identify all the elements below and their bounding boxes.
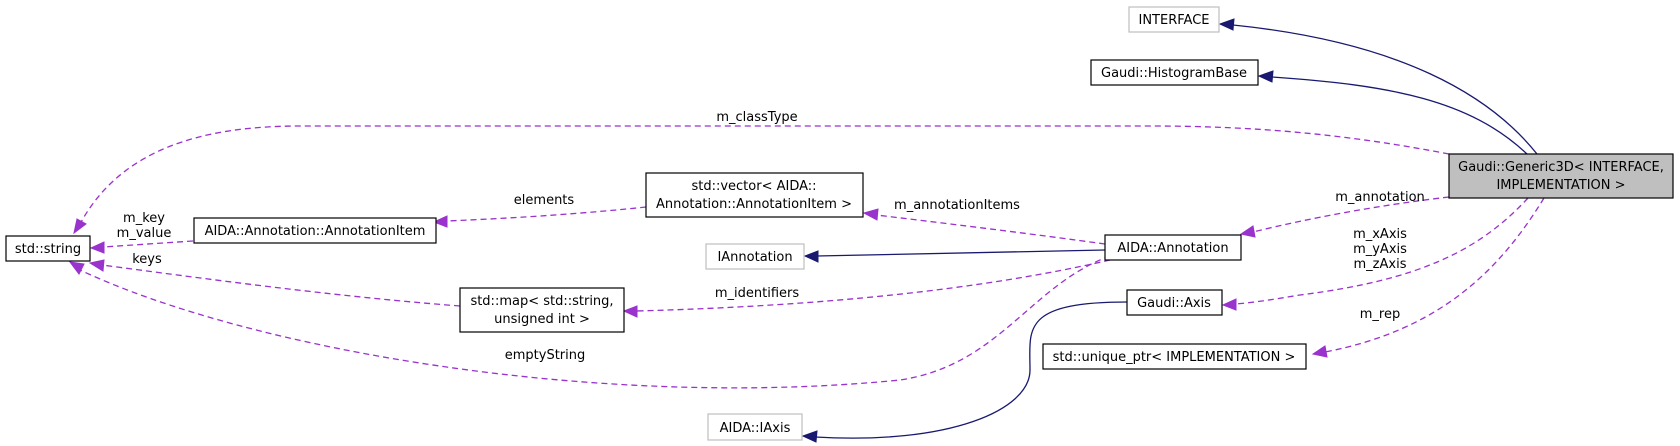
- arrowhead-iannotation: [803, 250, 819, 263]
- node-vector-label-line1: std::vector< AIDA::: [691, 179, 816, 194]
- arrowhead-emptystring: [68, 261, 85, 275]
- edge-elements: [445, 206, 647, 222]
- edge-m-classtype: [79, 125, 1450, 225]
- node-histogram-base-label: Gaudi::HistogramBase: [1101, 66, 1247, 81]
- edge-inherit-iannotation: [816, 249, 1106, 257]
- label-m-yaxis: m_yAxis: [1353, 242, 1407, 257]
- edge-m-identifiers: [635, 259, 1111, 312]
- node-histogram-base[interactable]: Gaudi::HistogramBase: [1090, 59, 1259, 86]
- arrowhead-m-rep: [1311, 345, 1328, 358]
- node-interface-label: INTERFACE: [1139, 13, 1210, 28]
- node-iannotation-label: IAnnotation: [717, 250, 792, 265]
- node-map-label-line1: std::map< std::string,: [470, 294, 613, 309]
- arrowhead-iaxis: [801, 430, 818, 443]
- arrowhead-m-axes: [1221, 298, 1237, 311]
- node-aida-iaxis[interactable]: AIDA::IAxis: [707, 413, 803, 441]
- node-map-identifiers[interactable]: std::map< std::string, unsigned int >: [459, 287, 625, 333]
- arrowhead-m-annotationitems: [862, 208, 879, 221]
- node-aida-annotation[interactable]: AIDA::Annotation: [1104, 234, 1242, 261]
- label-emptystring: emptyString: [505, 348, 586, 363]
- label-m-key: m_key: [123, 211, 165, 226]
- node-iannotation[interactable]: IAnnotation: [705, 243, 805, 270]
- edge-m-key-m-value: [102, 240, 194, 248]
- arrowhead-m-annotation: [1239, 225, 1256, 238]
- node-std-string-label: std::string: [15, 242, 81, 257]
- label-keys: keys: [132, 252, 162, 267]
- edge-inherit-iaxis: [814, 301, 1128, 439]
- arrowhead-m-identifiers: [622, 305, 638, 318]
- node-unique-ptr[interactable]: std::unique_ptr< IMPLEMENTATION >: [1042, 343, 1307, 370]
- node-interface[interactable]: INTERFACE: [1128, 6, 1220, 33]
- label-m-zaxis: m_zAxis: [1354, 257, 1407, 272]
- label-m-classtype: m_classType: [716, 110, 797, 125]
- node-std-string[interactable]: std::string: [5, 235, 91, 262]
- edge-emptystring: [79, 255, 1111, 389]
- edge-keys: [101, 264, 461, 307]
- node-gaudi-axis[interactable]: Gaudi::Axis: [1126, 289, 1223, 316]
- label-m-annotation: m_annotation: [1335, 190, 1425, 205]
- node-aida-iaxis-label: AIDA::IAxis: [720, 421, 791, 436]
- edge-inherit-histogram-base: [1271, 76, 1528, 155]
- arrowhead-elements: [432, 215, 448, 228]
- label-m-identifiers: m_identifiers: [715, 286, 800, 301]
- node-gaudi-axis-label: Gaudi::Axis: [1137, 296, 1211, 311]
- node-generic3d-label-line1: Gaudi::Generic3D< INTERFACE,: [1458, 160, 1664, 175]
- node-vector-label-line2: Annotation::AnnotationItem >: [656, 197, 852, 212]
- label-m-annotationitems: m_annotationItems: [894, 198, 1020, 213]
- node-vector-annotation-item[interactable]: std::vector< AIDA:: Annotation::Annotati…: [645, 172, 864, 218]
- node-aida-annotation-label: AIDA::Annotation: [1117, 241, 1228, 256]
- arrowhead-interface: [1218, 18, 1235, 31]
- label-elements: elements: [514, 193, 575, 208]
- node-unique-ptr-label: std::unique_ptr< IMPLEMENTATION >: [1053, 350, 1296, 365]
- arrowhead-histogram-base: [1257, 70, 1274, 83]
- label-m-rep: m_rep: [1360, 307, 1400, 322]
- node-generic3d[interactable]: Gaudi::Generic3D< INTERFACE, IMPLEMENTAT…: [1448, 153, 1674, 199]
- node-annotation-item-label: AIDA::Annotation::AnnotationItem: [205, 224, 426, 239]
- edge-m-annotation: [1252, 196, 1450, 233]
- edge-inherit-interface: [1232, 24, 1538, 155]
- edge-m-axes: [1234, 197, 1529, 305]
- arrowhead-m-classtype: [73, 218, 87, 235]
- node-generic3d-label-line2: IMPLEMENTATION >: [1496, 178, 1625, 193]
- edge-m-annotationitems: [875, 214, 1106, 245]
- node-map-label-line2: unsigned int >: [494, 312, 590, 327]
- edge-m-rep: [1324, 197, 1545, 353]
- node-annotation-item[interactable]: AIDA::Annotation::AnnotationItem: [193, 217, 437, 244]
- label-m-value: m_value: [117, 226, 172, 241]
- label-m-xaxis: m_xAxis: [1353, 227, 1407, 242]
- arrowhead-m-key-m-value: [89, 241, 105, 254]
- arrowhead-keys: [88, 259, 105, 272]
